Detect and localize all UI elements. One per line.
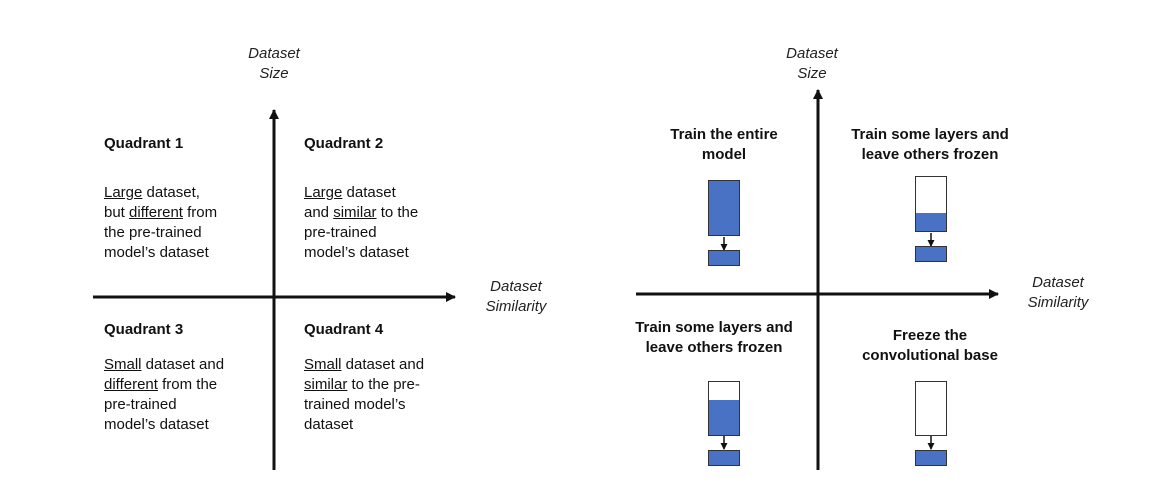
description-line: Large dataset, [104,183,264,203]
strategy-label-line: leave others frozen [645,339,783,356]
strategy-1-label: Train the entire model [614,125,834,165]
x-axis-label-line: Similarity [1027,294,1089,311]
y-axis-label-line: Dataset [786,45,838,62]
description-text: dataset and [341,356,425,373]
strategy-label-line: Train the entire [670,126,778,143]
emphasized-term: Small [304,356,342,373]
emphasized-term: different [129,204,183,221]
description-text: to the [376,204,419,221]
model-layers-block-2 [915,176,947,232]
strategy-label-line: Freeze the [892,327,968,344]
strategy-label-line: model [701,146,747,163]
strategy-label-line: Train some layers and [851,126,1009,143]
emphasized-term: Small [104,356,142,373]
description-text: the pre-trained [104,224,202,241]
description-line: similar to the pre- [304,375,464,395]
description-line: but different from [104,203,264,223]
x-axis-label-line: Dataset [490,278,542,295]
y-axis-label-line: Dataset [248,45,300,62]
strategy-label-line: convolutional base [862,347,998,364]
classifier-block-3 [708,450,740,466]
description-text: dataset [304,416,354,433]
strategy-3-label: Train some layers and leave others froze… [604,318,824,358]
strategy-label-line: Train some layers and [635,319,793,336]
emphasized-term: different [104,376,158,393]
description-text: model’s dataset [304,244,409,261]
description-text: but [104,204,130,221]
quadrant-4-title: Quadrant 4 [304,321,384,338]
quadrant-3-title: Quadrant 3 [104,321,184,338]
description-text: dataset, [142,184,200,201]
description-line: model’s dataset [104,243,264,263]
description-text: pre-trained [304,224,377,241]
trainable-layers-fill [709,399,739,435]
y-axis-label-line: Size [797,65,827,82]
model-layers-block-4 [915,381,947,436]
description-line: dataset [304,415,464,435]
description-line: model’s dataset [104,415,264,435]
description-text: from the [157,376,218,393]
description-line: trained model’s [304,395,464,415]
quadrant-2-title: Quadrant 2 [304,135,384,152]
classifier-block-4 [915,450,947,466]
x-axis-label-line: Similarity [485,298,547,315]
description-text: and [304,204,334,221]
description-text: to the pre- [347,376,420,393]
description-line: and similar to the [304,203,464,223]
description-text: dataset and [141,356,225,373]
emphasized-term: Large [104,184,143,201]
left-y-axis-label: Dataset Size [226,44,322,84]
trainable-layers-fill [709,181,739,235]
right-y-axis-label: Dataset Size [764,44,860,84]
description-text: trained model’s [304,396,406,413]
emphasized-term: similar [333,204,377,221]
left-x-axis-label: Dataset Similarity [468,277,564,317]
description-line: Large dataset [304,183,464,203]
y-axis-label-line: Size [259,65,289,82]
classifier-block-1 [708,250,740,266]
description-text: model’s dataset [104,416,209,433]
description-text: model’s dataset [104,244,209,261]
quadrant-1-title: Quadrant 1 [104,135,184,152]
trainable-layers-fill [916,213,946,231]
right-x-axis-label: Dataset Similarity [1008,273,1108,313]
emphasized-term: Large [304,184,343,201]
description-text: from [182,204,218,221]
description-line: different from the [104,375,264,395]
strategy-2-label: Train some layers and leave others froze… [820,125,1040,165]
description-line: pre-trained [304,223,464,243]
description-text: pre-trained [104,396,177,413]
description-line: the pre-trained [104,223,264,243]
classifier-block-2 [915,246,947,262]
description-line: Small dataset and [304,355,464,375]
description-text: dataset [342,184,396,201]
emphasized-term: similar [304,376,348,393]
model-layers-block-3 [708,381,740,436]
description-line: pre-trained [104,395,264,415]
description-line: model’s dataset [304,243,464,263]
strategy-4-label: Freeze the convolutional base [820,326,1040,366]
model-layers-block-1 [708,180,740,236]
description-line: Small dataset and [104,355,264,375]
strategy-label-line: leave others frozen [861,146,999,163]
x-axis-label-line: Dataset [1032,274,1084,291]
